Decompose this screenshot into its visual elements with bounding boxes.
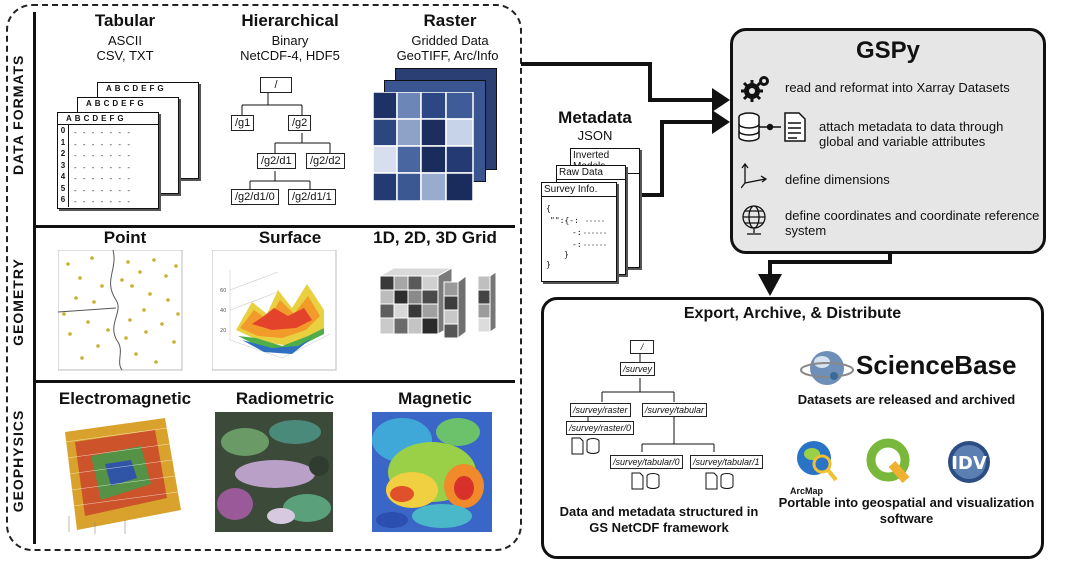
h-node-g2: /g2 xyxy=(288,115,312,131)
surface-title: Surface xyxy=(258,228,322,247)
gears-icon xyxy=(741,76,769,102)
idv-logo-icon: IDV xyxy=(948,441,990,483)
tabular1-file-icons xyxy=(705,472,734,490)
metadata-format: JSON xyxy=(577,128,613,143)
released-text: Datasets are released and archived xyxy=(797,392,1016,407)
h-node-g2d2: /g2/d2 xyxy=(306,153,345,169)
surface-plot: 60 40 20 xyxy=(212,250,337,371)
section-vertical-divider xyxy=(33,12,36,544)
sciencebase-logo-icon xyxy=(800,351,854,385)
grid-title: 1D, 2D, 3D Grid xyxy=(373,228,497,247)
svg-text:{: { xyxy=(546,204,551,213)
raster0-file-icons xyxy=(571,437,600,455)
gspy-step-2: attach metadata to data through global a… xyxy=(819,119,1004,149)
caption-left: Data and metadata structured in GS NetCD… xyxy=(559,504,759,535)
h-node-g1: /g1 xyxy=(231,115,255,131)
e-node-raster: /survey/raster xyxy=(570,403,631,417)
mag-image xyxy=(372,412,492,532)
tabular-line2: CSV, TXT xyxy=(96,48,154,63)
svg-text:-:: -: xyxy=(572,228,582,237)
database-document-icon xyxy=(738,112,806,142)
svg-text:60: 60 xyxy=(220,288,226,294)
raster-title: Raster xyxy=(423,11,477,30)
svg-text:-:: -: xyxy=(572,240,582,249)
caption-right: Portable into geospatial and visualizati… xyxy=(778,495,1035,526)
gspy-step-4: define coordinates and coordinate refere… xyxy=(785,208,1040,238)
svg-text:"":{-:: "":{-: xyxy=(550,216,579,225)
sciencebase-name: ScienceBase xyxy=(856,350,1017,380)
point-map xyxy=(58,250,183,371)
h-node-g2d1: /g2/d1 xyxy=(257,153,296,169)
gspy-step-1: read and reformat into Xarray Datasets xyxy=(785,80,1010,95)
h-node-g2d11: /g2/d1/1 xyxy=(288,189,336,205)
metadata-title: Metadata xyxy=(558,108,632,127)
svg-text:20: 20 xyxy=(220,328,226,334)
export-title: Export, Archive, & Distribute xyxy=(683,305,902,322)
svg-text:40: 40 xyxy=(220,308,226,314)
mag-title: Magnetic xyxy=(398,389,472,408)
tabular-title: Tabular xyxy=(94,11,156,30)
input-frame xyxy=(6,4,522,551)
em-image xyxy=(64,418,181,534)
svg-text:}: } xyxy=(564,250,569,259)
raster-grid xyxy=(373,92,474,202)
hierarchy-lines xyxy=(241,93,331,189)
idv-logo-text: IDV xyxy=(951,453,987,474)
e-node-raster0: /survey/raster/0 xyxy=(566,421,635,435)
raster-stack xyxy=(373,68,498,208)
point-title: Point xyxy=(103,228,147,247)
e-node-tabular0: /survey/tabular/0 xyxy=(610,455,683,469)
e-node-root: / xyxy=(630,340,654,354)
raster-line1: Gridded Data xyxy=(411,33,489,48)
grid-cubes xyxy=(378,267,497,339)
netcdf-tree-lines xyxy=(587,354,715,452)
h-node-g2d10: /g2/d1/0 xyxy=(231,189,279,205)
section-divider-1 xyxy=(33,225,515,228)
json-snippet: { "":{-: -: -:}} xyxy=(546,204,606,269)
export-panel: Export, Archive, & Distribute / /survey … xyxy=(541,297,1044,559)
rad-title: Radiometric xyxy=(235,389,335,408)
arcmap-icon xyxy=(797,441,838,482)
section-divider-2 xyxy=(33,380,515,383)
e-node-tabular1: /survey/tabular/1 xyxy=(690,455,763,469)
axes-icon xyxy=(741,162,768,189)
e-node-survey: /survey xyxy=(620,362,656,376)
globe-icon xyxy=(742,205,766,235)
gspy-panel: GSPy read and reformat into Xarray Datas… xyxy=(730,28,1046,254)
rad-image xyxy=(215,412,333,532)
gspy-title: GSPy xyxy=(855,37,921,64)
tabular-line1: ASCII xyxy=(108,33,142,48)
qgis-icon xyxy=(866,438,910,483)
em-title: Electromagnetic xyxy=(58,389,192,408)
raster-line2: GeoTIFF, Arc/Info xyxy=(396,48,499,63)
hierarchical-title: Hierarchical xyxy=(241,11,339,30)
svg-text:}: } xyxy=(546,260,551,269)
hierarchical-line1: Binary xyxy=(271,33,309,48)
arcmap-label: ArcMap xyxy=(790,486,824,496)
doc-survey-info: Survey Info. {"":{-:-:-:}} xyxy=(541,182,617,282)
h-node-root: / xyxy=(260,77,292,93)
gspy-step-3: define dimensions xyxy=(785,172,890,187)
tabular0-file-icons xyxy=(631,472,660,490)
e-node-tabular: /survey/tabular xyxy=(642,403,708,417)
hierarchical-line2: NetCDF-4, HDF5 xyxy=(240,48,340,63)
